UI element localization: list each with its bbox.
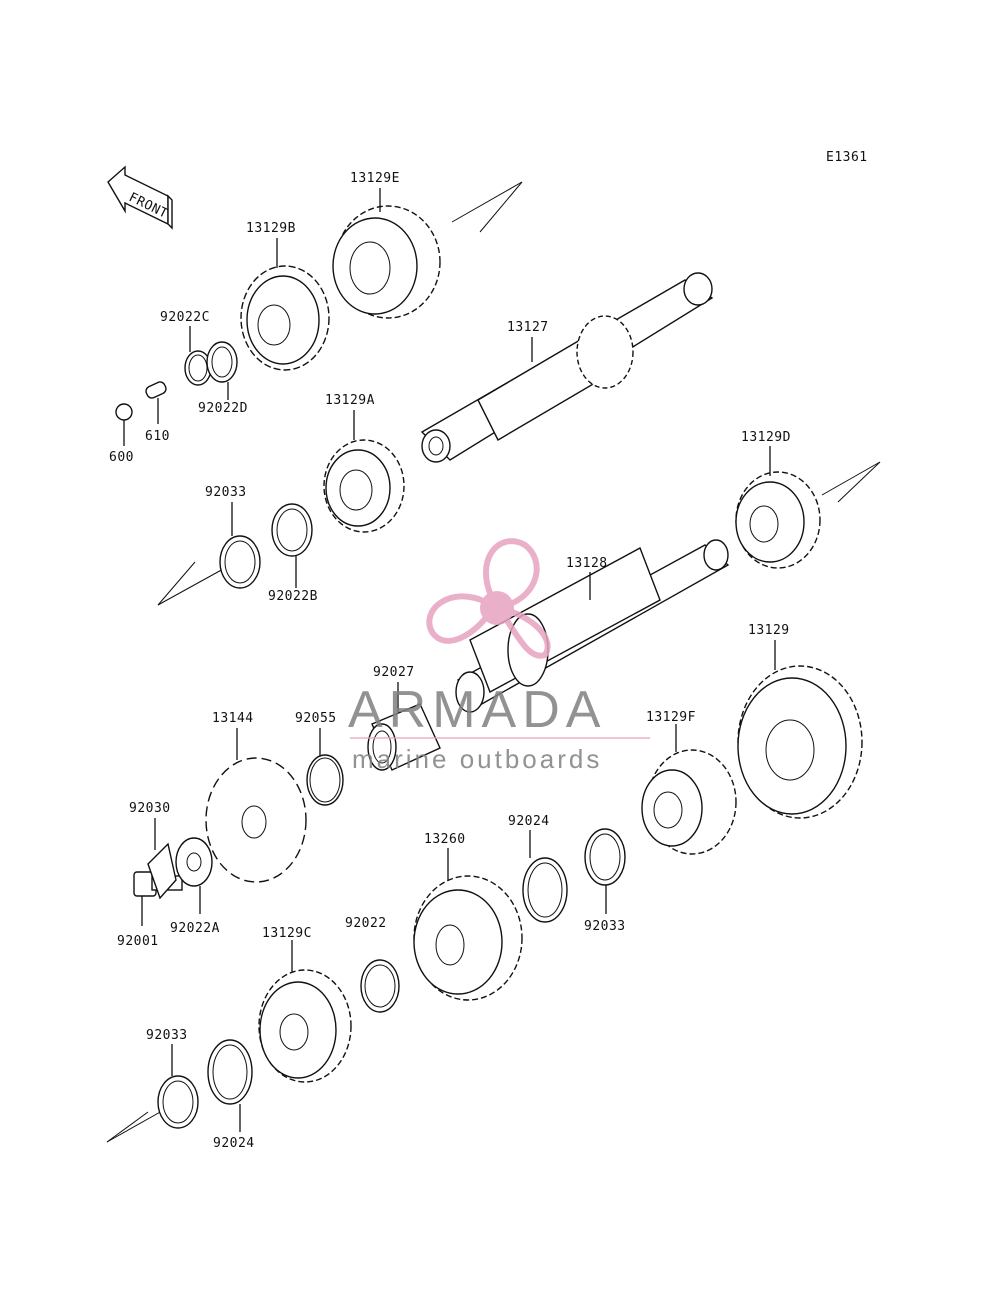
label-92027: 92027: [373, 665, 415, 680]
pin-610: 610: [145, 381, 170, 444]
label-92055: 92055: [295, 711, 337, 726]
label-13129A: 13129A: [325, 393, 375, 408]
label-92022A: 92022A: [170, 921, 220, 936]
diagram-code: E1361: [826, 150, 868, 165]
label-13129F: 13129F: [646, 710, 696, 725]
sleeve-92027: 92027: [367, 665, 441, 771]
circlip-92033-lower: 92033: [146, 1028, 199, 1129]
label-13129B: 13129B: [246, 221, 296, 236]
label-92033-lower: 92033: [146, 1028, 188, 1043]
label-92033-upper: 92033: [205, 485, 247, 500]
gear-13129: 13129: [737, 623, 863, 819]
oring-92055: 92055: [295, 711, 344, 806]
gear-13129E: 13129E: [332, 171, 441, 319]
label-92022B: 92022B: [268, 589, 318, 604]
label-13127: 13127: [507, 320, 549, 335]
washer-92022A: 92022A: [170, 837, 220, 936]
label-92024-upper: 92024: [508, 814, 550, 829]
label-92024-lower: 92024: [213, 1136, 255, 1151]
propeller-logo-icon: [426, 538, 551, 659]
ball-600: 600: [109, 403, 134, 465]
gear-13260: 13260: [413, 832, 523, 1001]
sprocket-13144: 13144: [205, 711, 307, 883]
washer-92022D: 92022D: [198, 341, 248, 416]
shaft-13127: 13127: [420, 272, 714, 463]
gear-13129B: 13129B: [240, 221, 330, 371]
circlip-92033-upper: 92033: [205, 485, 261, 589]
label-13144: 13144: [212, 711, 254, 726]
label-13129D: 13129D: [741, 430, 791, 445]
label-13129: 13129: [748, 623, 790, 638]
gear-13129C: 13129C: [258, 926, 352, 1083]
washer-92022B: 92022B: [268, 503, 318, 604]
watermark: ARMADA marine outboards: [348, 538, 650, 774]
label-92022D: 92022D: [198, 401, 248, 416]
watermark-tagline: marine outboards: [352, 744, 602, 774]
gear-13129D: 13129D: [735, 430, 821, 569]
washer-92024-lower: 92024: [207, 1039, 255, 1151]
label-92030: 92030: [129, 801, 171, 816]
label-92022C: 92022C: [160, 310, 210, 325]
front-arrow-icon: FRONT: [107, 165, 173, 230]
gear-13129F: 13129F: [641, 710, 737, 855]
washer-92022: 92022: [345, 916, 400, 1013]
plate-92030: 92030: [129, 801, 177, 900]
label-92033-right: 92033: [584, 919, 626, 934]
label-13129E: 13129E: [350, 171, 400, 186]
washer-92024-upper: 92024: [508, 814, 568, 923]
label-13260: 13260: [424, 832, 466, 847]
gear-13129A: 13129A: [323, 393, 405, 533]
label-600: 600: [109, 450, 134, 465]
washer-92022C: 92022C: [160, 310, 212, 386]
circlip-92033-right: 92033: [584, 828, 626, 934]
axis-lines: [106, 181, 881, 1143]
label-13128: 13128: [566, 556, 608, 571]
watermark-brand: ARMADA: [348, 681, 606, 739]
label-92001: 92001: [117, 934, 159, 949]
label-610: 610: [145, 429, 170, 444]
label-92022: 92022: [345, 916, 387, 931]
label-13129C: 13129C: [262, 926, 312, 941]
